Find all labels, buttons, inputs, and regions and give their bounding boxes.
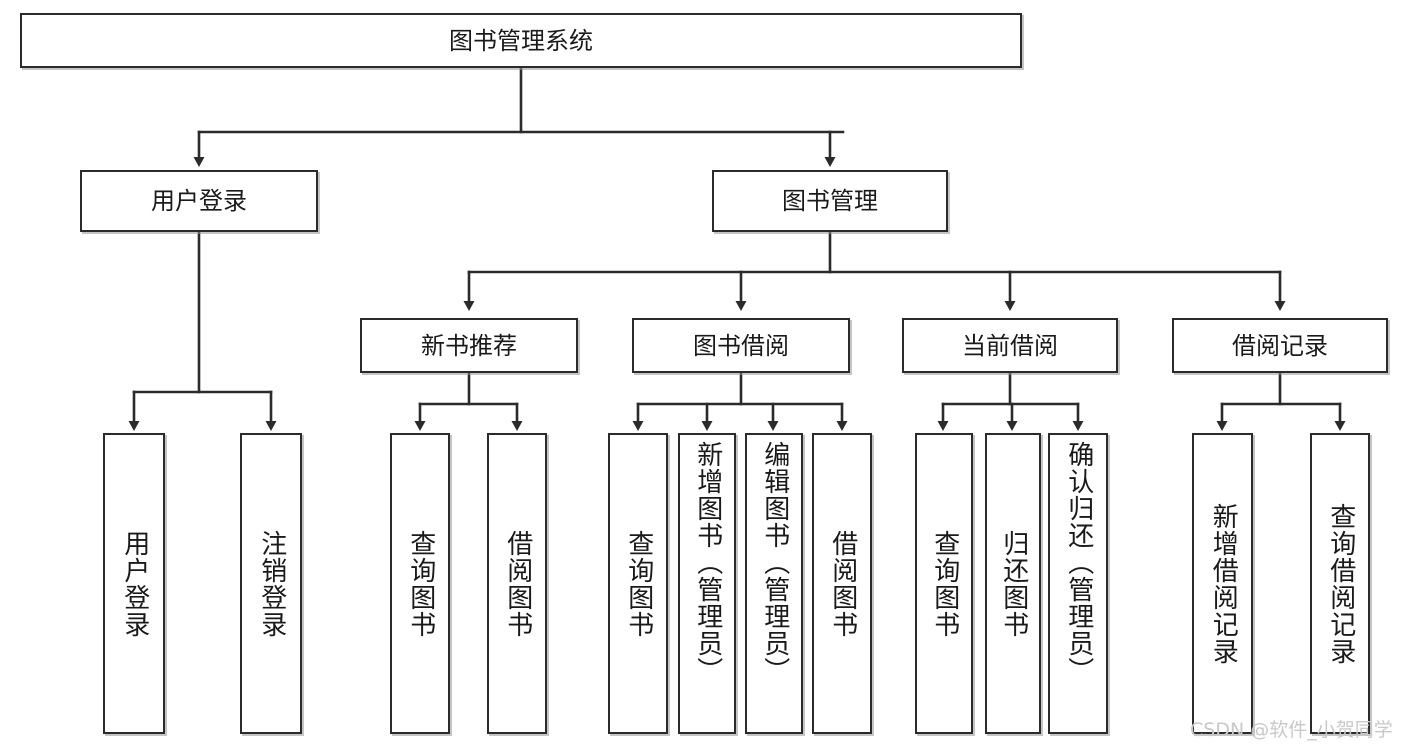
node-leaf-book-borrow-edit[interactable]: 编辑图书（管理员） — [745, 433, 803, 734]
node-root-label: 图书管理系统 — [449, 26, 593, 55]
node-leaf-new-book-borrow[interactable]: 借阅图书 — [487, 433, 547, 734]
node-leaf-label: 查询借阅记录 — [1325, 502, 1356, 665]
node-leaf-new-book-query[interactable]: 查询图书 — [390, 433, 450, 734]
node-leaf-user-login-login[interactable]: 用户登录 — [103, 433, 165, 734]
node-leaf-user-login-logout[interactable]: 注销登录 — [240, 433, 302, 734]
node-leaf-label: 查询图书 — [929, 529, 960, 638]
node-leaf-borrow-record-query[interactable]: 查询借阅记录 — [1310, 433, 1370, 734]
node-borrow-record[interactable]: 借阅记录 — [1172, 318, 1388, 373]
node-leaf-current-borrow-confirm[interactable]: 确认归还（管理员） — [1048, 433, 1108, 734]
node-leaf-label: 查询图书 — [623, 529, 654, 638]
node-new-book-recommend-label: 新书推荐 — [421, 331, 517, 360]
node-leaf-label: 新增借阅记录 — [1208, 502, 1239, 665]
node-leaf-label: 注销登录 — [256, 529, 287, 638]
node-book-manage[interactable]: 图书管理 — [712, 170, 948, 232]
node-leaf-book-borrow-query[interactable]: 查询图书 — [608, 433, 668, 734]
node-leaf-current-borrow-return[interactable]: 归还图书 — [985, 433, 1041, 734]
node-borrow-record-label: 借阅记录 — [1232, 331, 1328, 360]
node-leaf-label: 确认归还（管理员） — [1063, 441, 1094, 684]
node-leaf-label: 归还图书 — [998, 529, 1029, 638]
node-leaf-label: 借阅图书 — [502, 529, 533, 638]
node-leaf-book-borrow-add[interactable]: 新增图书（管理员） — [678, 433, 736, 734]
node-leaf-label: 借阅图书 — [827, 529, 858, 638]
node-leaf-borrow-record-add[interactable]: 新增借阅记录 — [1192, 433, 1253, 734]
node-leaf-label: 新增图书（管理员） — [692, 441, 723, 684]
node-leaf-current-borrow-query[interactable]: 查询图书 — [915, 433, 973, 734]
node-leaf-label: 编辑图书（管理员） — [759, 441, 790, 684]
node-leaf-label: 用户登录 — [119, 529, 150, 638]
node-user-login[interactable]: 用户登录 — [80, 170, 318, 232]
node-leaf-label: 查询图书 — [405, 529, 436, 638]
node-root[interactable]: 图书管理系统 — [20, 13, 1022, 68]
node-book-manage-label: 图书管理 — [782, 187, 878, 215]
node-new-book-recommend[interactable]: 新书推荐 — [360, 318, 578, 373]
node-leaf-book-borrow-borrow[interactable]: 借阅图书 — [812, 433, 872, 734]
node-user-login-label: 用户登录 — [151, 187, 247, 215]
node-book-borrow-label: 图书借阅 — [693, 331, 789, 360]
node-book-borrow[interactable]: 图书借阅 — [632, 318, 850, 373]
node-current-borrow-label: 当前借阅 — [962, 331, 1058, 360]
node-current-borrow[interactable]: 当前借阅 — [902, 318, 1118, 373]
